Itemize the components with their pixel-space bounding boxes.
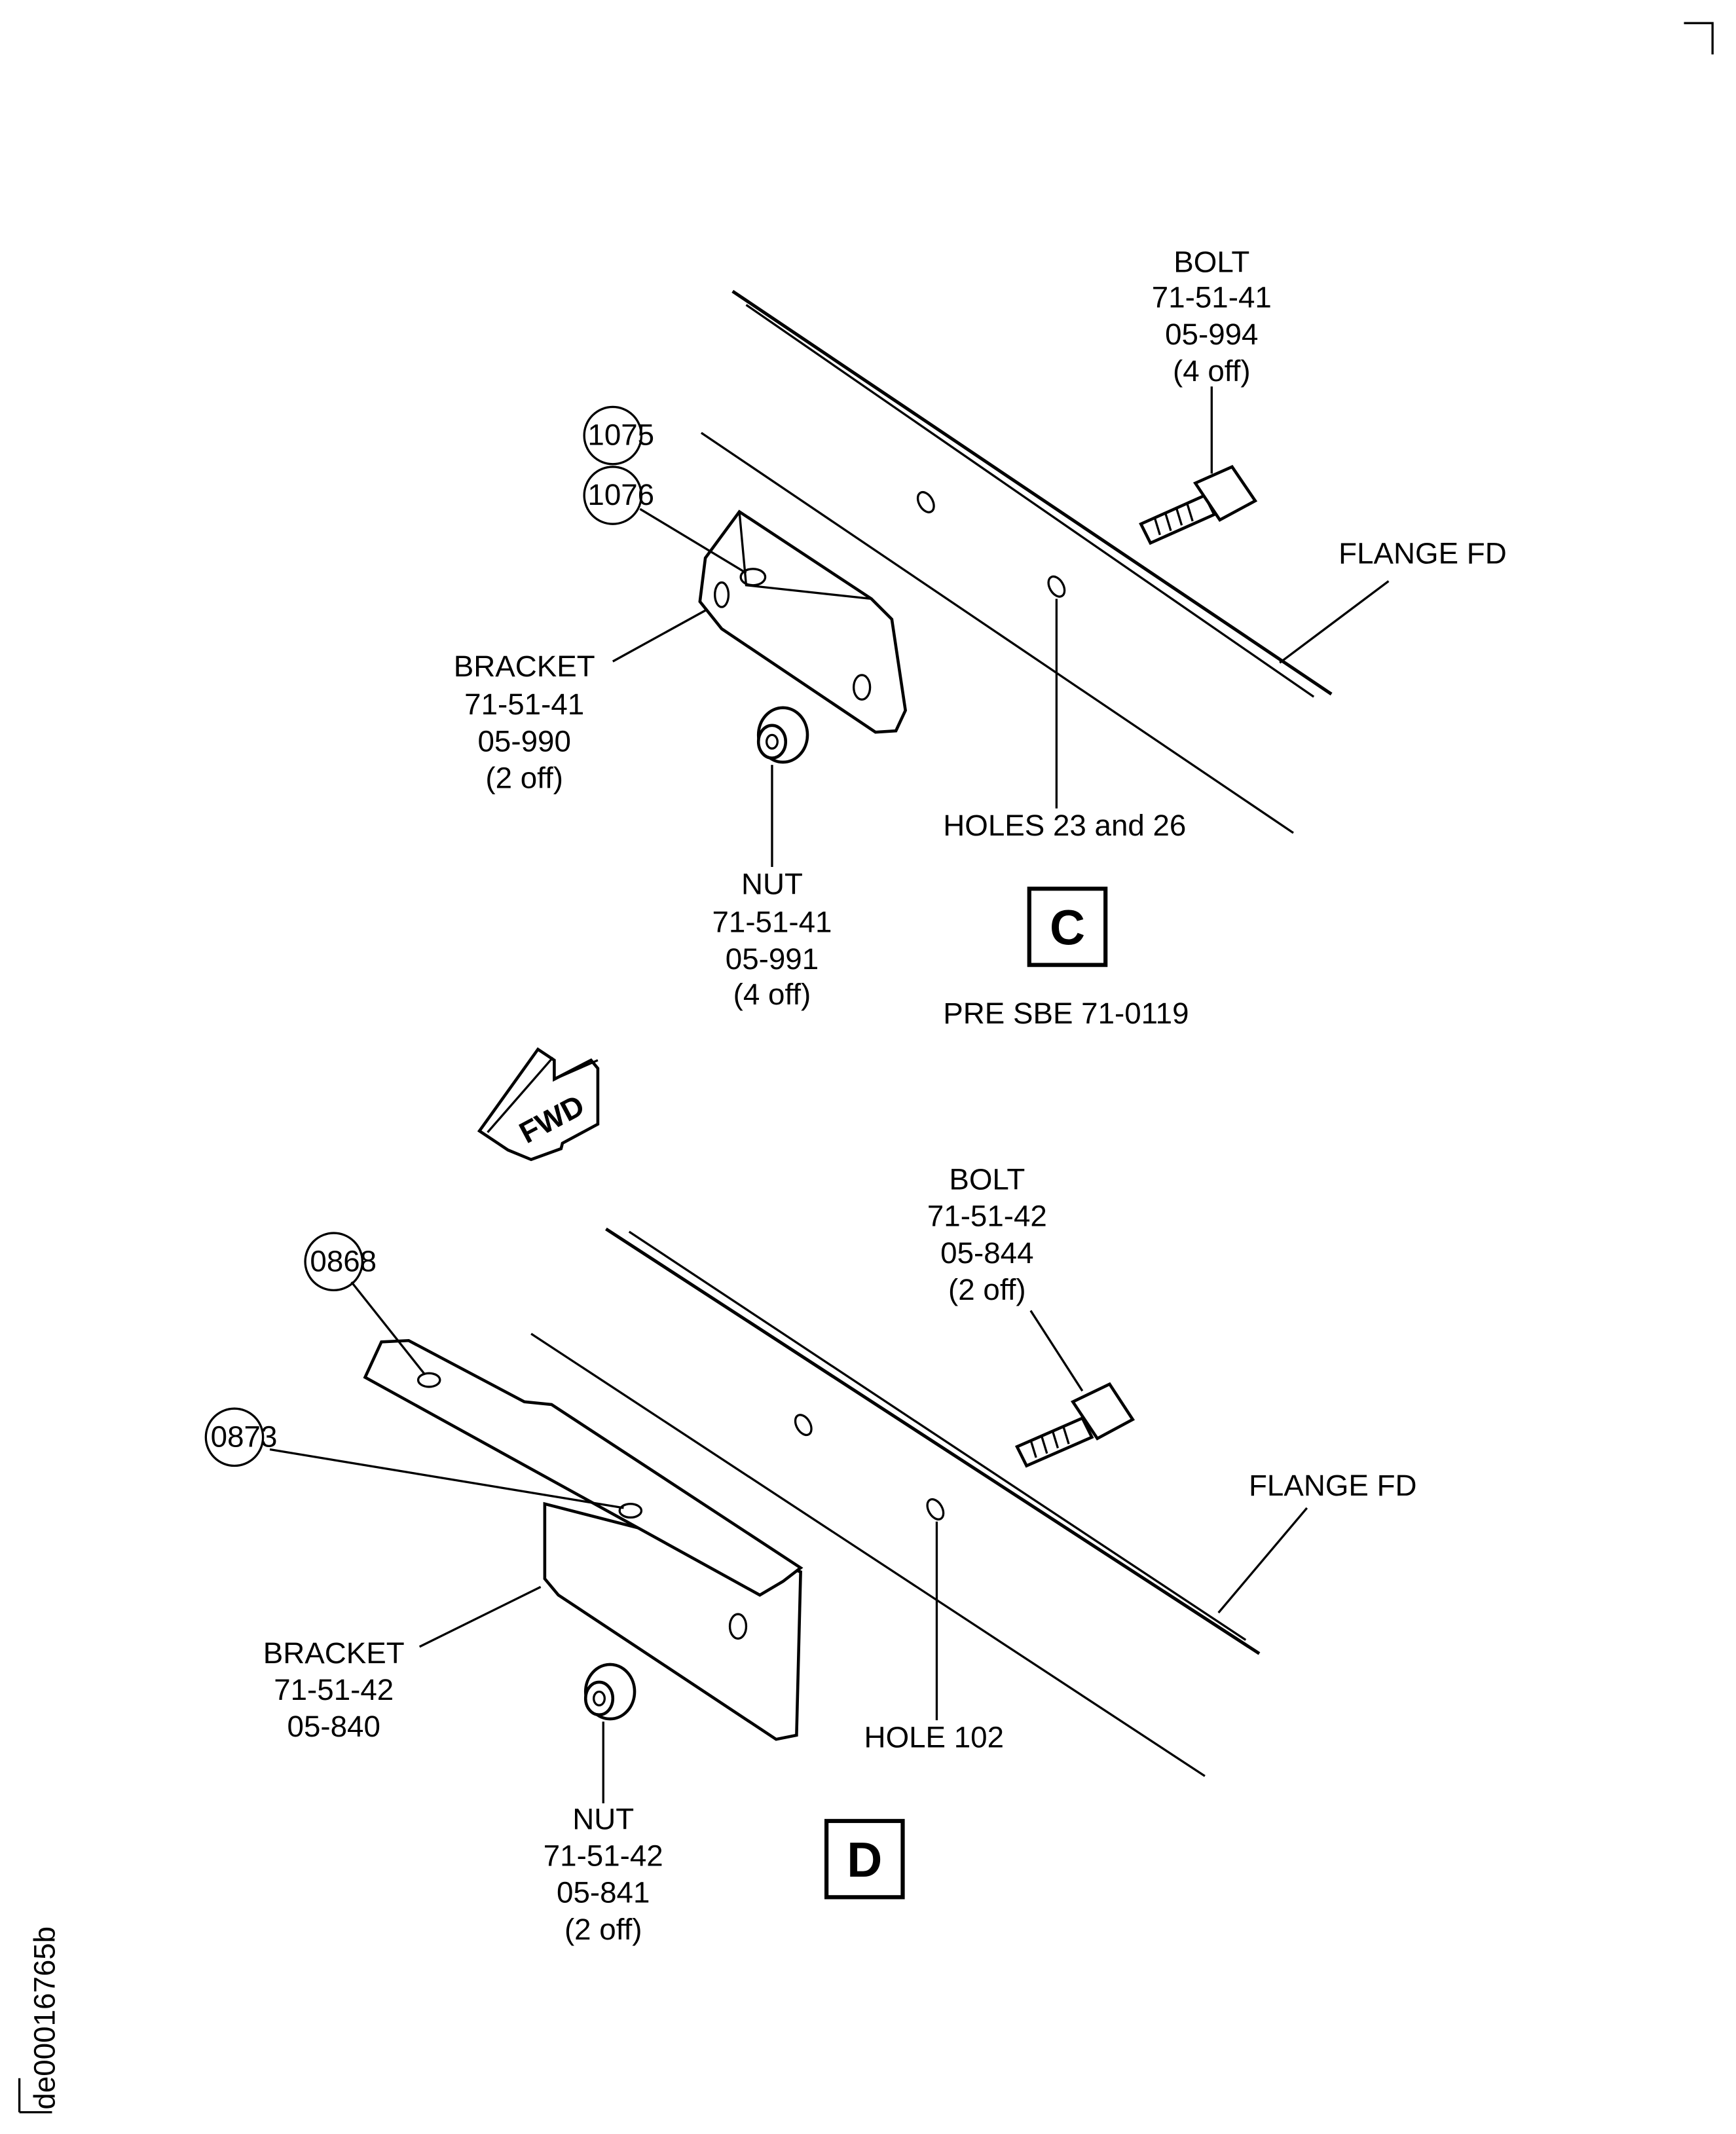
hole (728, 1613, 748, 1640)
view-d-box (824, 1818, 905, 1900)
nut-d-icon (583, 1663, 637, 1721)
nut-c-icon (756, 706, 809, 764)
callout-circle (583, 405, 643, 466)
drawing-id: de00016765b (28, 1926, 62, 2110)
svg-text:BOLT: BOLT (1173, 246, 1249, 279)
callout-1075: 1075 (587, 418, 654, 452)
holes-c-label: HOLES 23 and 26 (943, 809, 1186, 842)
svg-text:(2 off): (2 off) (485, 761, 563, 794)
callout-1076: 1076 (587, 478, 654, 511)
view-c: 1075 1076 BOLT 71-51-41 05-994 (4 off) F… (454, 246, 1507, 1030)
hole (416, 1372, 441, 1388)
bolt-c-icon (1139, 465, 1258, 545)
hole (1047, 575, 1066, 598)
flange-edge (628, 1230, 1247, 1641)
svg-text:05-994: 05-994 (1165, 318, 1258, 351)
hole (794, 1414, 813, 1437)
web-edge (700, 432, 1294, 834)
svg-text:(4 off): (4 off) (733, 978, 811, 1011)
callout-circle (304, 1232, 364, 1292)
callout-circle (204, 1407, 265, 1467)
bolt-c-label: BOLT 71-51-41 05-994 (4 off) (1152, 246, 1272, 388)
flange-d-label: FLANGE FD (1249, 1469, 1417, 1502)
bracket-d (363, 1338, 803, 1597)
svg-text:05-840: 05-840 (287, 1710, 380, 1743)
svg-text:71-51-41: 71-51-41 (464, 688, 584, 721)
svg-text:05-991: 05-991 (726, 942, 819, 976)
view-d: 0868 0873 BOLT 71-51-42 05-844 (2 off) F… (204, 1163, 1417, 1946)
svg-text:NUT: NUT (572, 1802, 634, 1835)
hole (853, 674, 872, 701)
svg-text:(2 off): (2 off) (564, 1913, 642, 1946)
hole (739, 568, 767, 587)
callout-0873: 0873 (211, 1420, 278, 1453)
svg-text:NUT: NUT (741, 868, 803, 901)
hole (714, 581, 730, 608)
flange-edge (605, 1227, 1261, 1655)
flange-edge (745, 304, 1315, 698)
bracket-c (698, 509, 908, 734)
svg-text:71-51-42: 71-51-42 (927, 1200, 1047, 1233)
view-c-letter: C (1050, 900, 1085, 955)
hole-d-label: HOLE 102 (864, 1721, 1004, 1754)
nut-d-label: NUT 71-51-42 05-841 (2 off) (544, 1802, 663, 1945)
view-c-box (1027, 887, 1108, 967)
svg-text:(2 off): (2 off) (948, 1273, 1026, 1306)
fwd-arrow-icon: FWD (477, 1047, 600, 1162)
hole (926, 1498, 945, 1520)
view-d-letter: D (847, 1832, 882, 1887)
hole (618, 1503, 643, 1519)
callout-0868: 0868 (310, 1244, 377, 1278)
crop-mark (1684, 22, 1714, 55)
svg-text:05-841: 05-841 (557, 1876, 650, 1909)
svg-text:BRACKET: BRACKET (263, 1636, 405, 1670)
nut-c-label: NUT 71-51-41 05-991 (4 off) (712, 868, 832, 1011)
bracket-c-label: BRACKET 71-51-41 05-990 (2 off) (454, 650, 595, 794)
bracket-d-label: BRACKET 71-51-42 05-840 (263, 1636, 405, 1743)
svg-text:05-990: 05-990 (478, 724, 571, 758)
svg-text:BRACKET: BRACKET (454, 650, 595, 683)
flange-c-label: FLANGE FD (1339, 536, 1507, 570)
svg-text:BOLT: BOLT (949, 1163, 1025, 1196)
pre-sbe-note: PRE SBE 71-0119 (943, 997, 1189, 1030)
svg-text:71-51-41: 71-51-41 (1152, 281, 1272, 314)
web-edge (530, 1333, 1206, 1777)
hole (916, 490, 935, 513)
svg-text:71-51-41: 71-51-41 (712, 906, 832, 939)
svg-text:05-844: 05-844 (940, 1236, 1033, 1270)
svg-text:(4 off): (4 off) (1173, 354, 1251, 388)
bolt-d-icon (1014, 1382, 1136, 1468)
svg-text:71-51-42: 71-51-42 (274, 1673, 394, 1706)
svg-text:71-51-42: 71-51-42 (544, 1839, 663, 1873)
callout-circle (583, 466, 643, 525)
flange-edge (731, 289, 1333, 696)
bolt-d-label: BOLT 71-51-42 05-844 (2 off) (927, 1163, 1047, 1306)
